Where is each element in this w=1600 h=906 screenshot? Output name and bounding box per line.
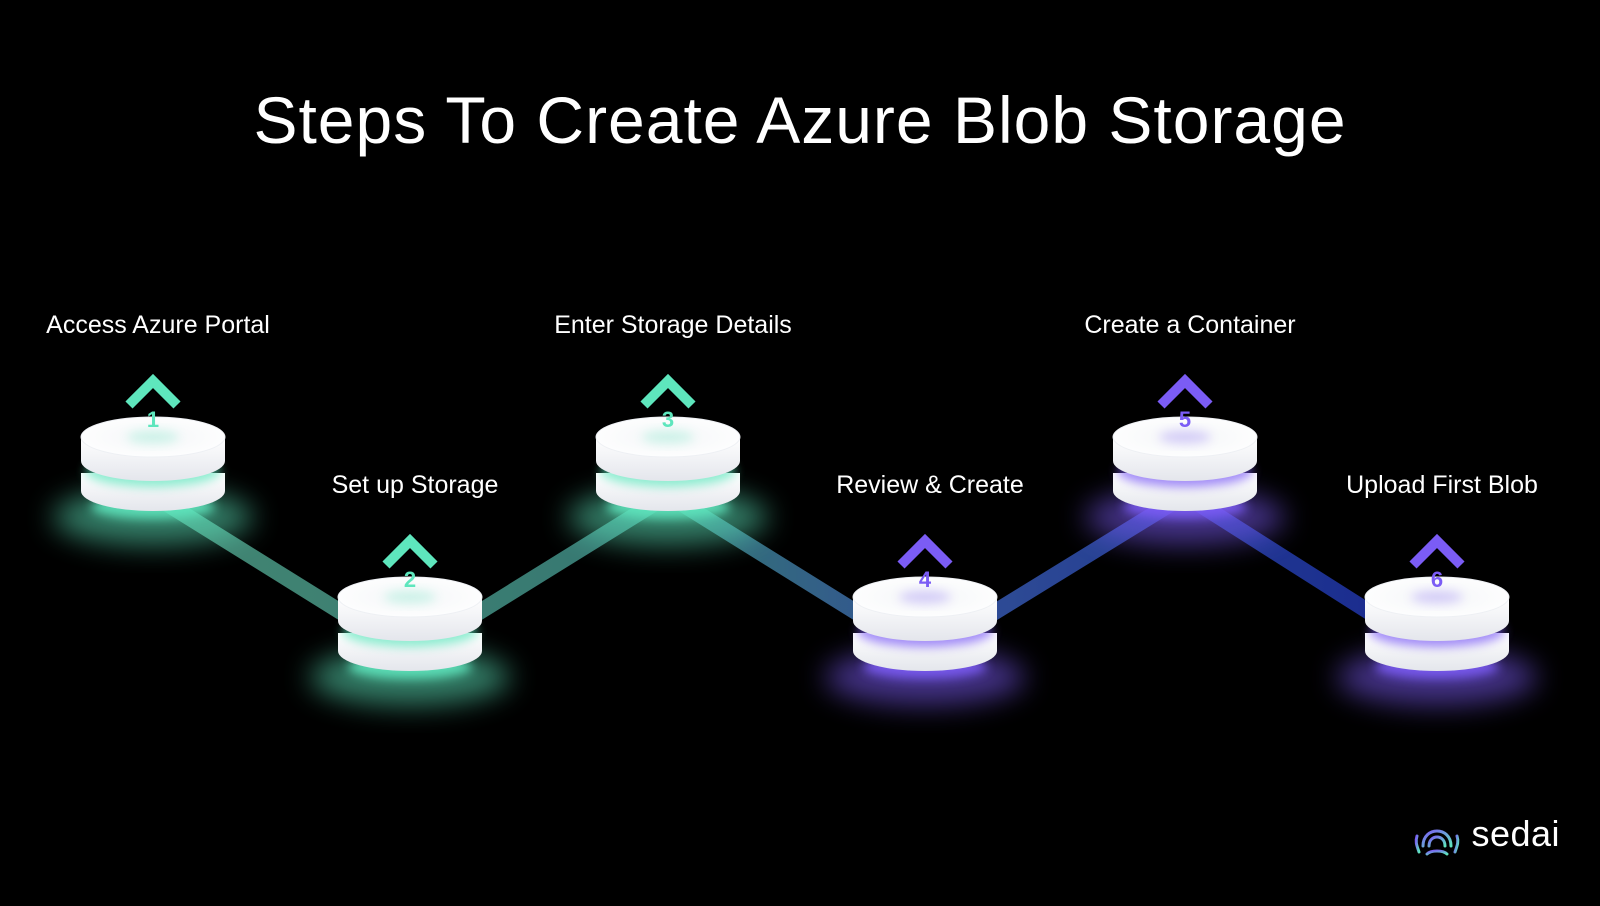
step-4: 4 Review & Create bbox=[825, 471, 1025, 705]
step-number: 1 bbox=[147, 407, 159, 432]
chevron-up-icon bbox=[1409, 533, 1465, 569]
chevron-up-icon bbox=[125, 373, 181, 409]
chevron-up-icon bbox=[640, 373, 696, 409]
step-number: 6 bbox=[1431, 567, 1443, 592]
step-1: 1 Access Azure Portal bbox=[46, 311, 270, 545]
sedai-logo-icon bbox=[1415, 829, 1460, 856]
step-label: Create a Container bbox=[1084, 311, 1295, 339]
chevron-up-icon bbox=[897, 533, 953, 569]
step-label: Review & Create bbox=[836, 471, 1024, 499]
page-title: Steps To Create Azure Blob Storage bbox=[253, 83, 1347, 157]
step-number: 3 bbox=[662, 407, 674, 432]
step-number: 4 bbox=[919, 567, 932, 592]
step-label: Access Azure Portal bbox=[46, 311, 270, 339]
brand-logo: sedai bbox=[1411, 812, 1560, 856]
logo-text: sedai bbox=[1471, 813, 1560, 854]
step-label: Enter Storage Details bbox=[554, 311, 792, 339]
chevron-up-icon bbox=[382, 533, 438, 569]
disc-top-tint bbox=[384, 590, 436, 604]
step-number: 5 bbox=[1179, 407, 1191, 432]
step-number: 2 bbox=[404, 567, 416, 592]
disc-top-tint bbox=[127, 430, 179, 444]
disc-top-tint bbox=[642, 430, 694, 444]
chevron-up-icon bbox=[1157, 373, 1213, 409]
step-label: Upload First Blob bbox=[1346, 471, 1538, 499]
step-6: 6 Upload First Blob bbox=[1337, 471, 1538, 705]
step-label: Set up Storage bbox=[332, 471, 499, 499]
step-2: 2 Set up Storage bbox=[310, 471, 510, 705]
step-nodes: 1 Access Azure Portal 2 Set up Storage 3 Ente… bbox=[46, 311, 1538, 705]
disc-top-tint bbox=[1159, 430, 1211, 444]
disc-top-tint bbox=[1411, 590, 1463, 604]
step-5: 5 Create a Container bbox=[1084, 311, 1296, 545]
step-3: 3 Enter Storage Details bbox=[554, 311, 792, 545]
disc-top-tint bbox=[899, 590, 951, 604]
